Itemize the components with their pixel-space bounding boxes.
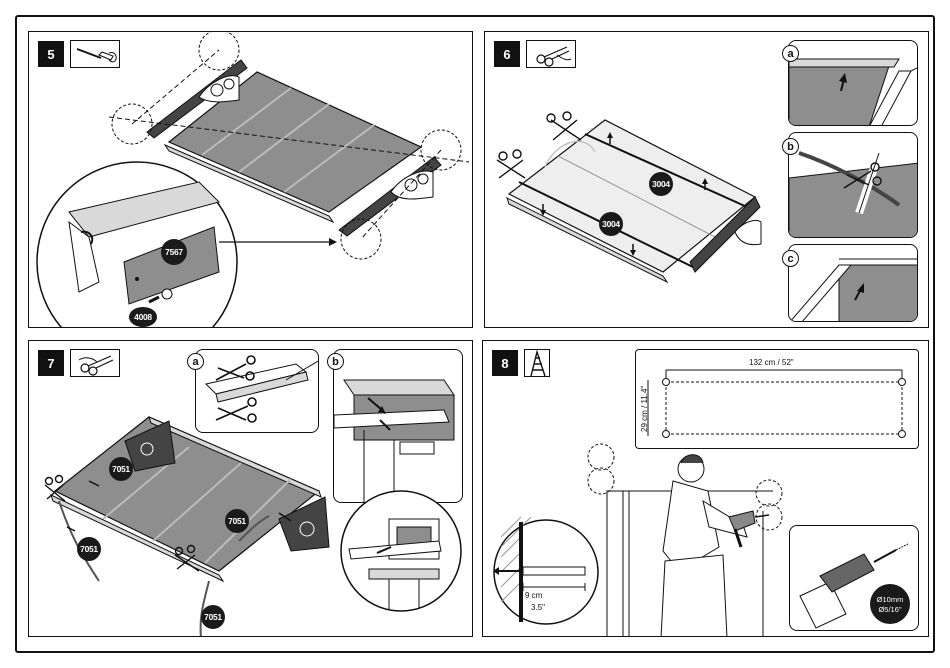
part-badge-left: 7051 <box>77 537 101 561</box>
inset-label-c: c <box>782 250 799 267</box>
inset-label-b: b <box>327 353 344 370</box>
awning-panel-assembly <box>29 32 473 328</box>
step-5-panel: 5 <box>28 31 473 328</box>
edge-distance-in: 3.5" <box>531 603 545 612</box>
part-badge-screw: 4008 <box>129 307 157 327</box>
detail-inset-a <box>195 349 319 433</box>
drill-bit-inset: Ø10mm Ø5/16" <box>789 525 919 631</box>
inset-label-b: b <box>782 138 799 155</box>
edge-distance-cm: 9 cm <box>525 591 542 600</box>
inset-label-a: a <box>187 353 204 370</box>
step-6-panel: 6 3004 3004 <box>484 31 929 328</box>
step-8-panel: 8 132 cm / 52" 29 cm / 11.4" <box>482 340 929 637</box>
detail-inset-b <box>788 132 918 238</box>
part-badge-seal-lower: 3004 <box>599 212 623 236</box>
detail-inset-a <box>788 40 918 126</box>
part-badge-top-left: 7051 <box>109 457 133 481</box>
edge-distance-detail <box>491 517 601 627</box>
part-badge-right: 7051 <box>225 509 249 533</box>
part-badge-seal-upper: 3004 <box>649 172 673 196</box>
detail-inset-c <box>788 244 918 322</box>
drill-size-in: Ø5/16" <box>878 605 901 614</box>
step-7-panel: 7 7051 7051 7051 7051 <box>28 340 473 637</box>
bracket-detail-circle <box>339 489 464 614</box>
part-badge-strip: 7567 <box>161 239 187 265</box>
inset-label-a: a <box>782 45 799 62</box>
detail-inset-b <box>333 349 463 503</box>
part-badge-bottom: 7051 <box>201 605 225 629</box>
drill-size-mm: Ø10mm <box>877 595 904 604</box>
